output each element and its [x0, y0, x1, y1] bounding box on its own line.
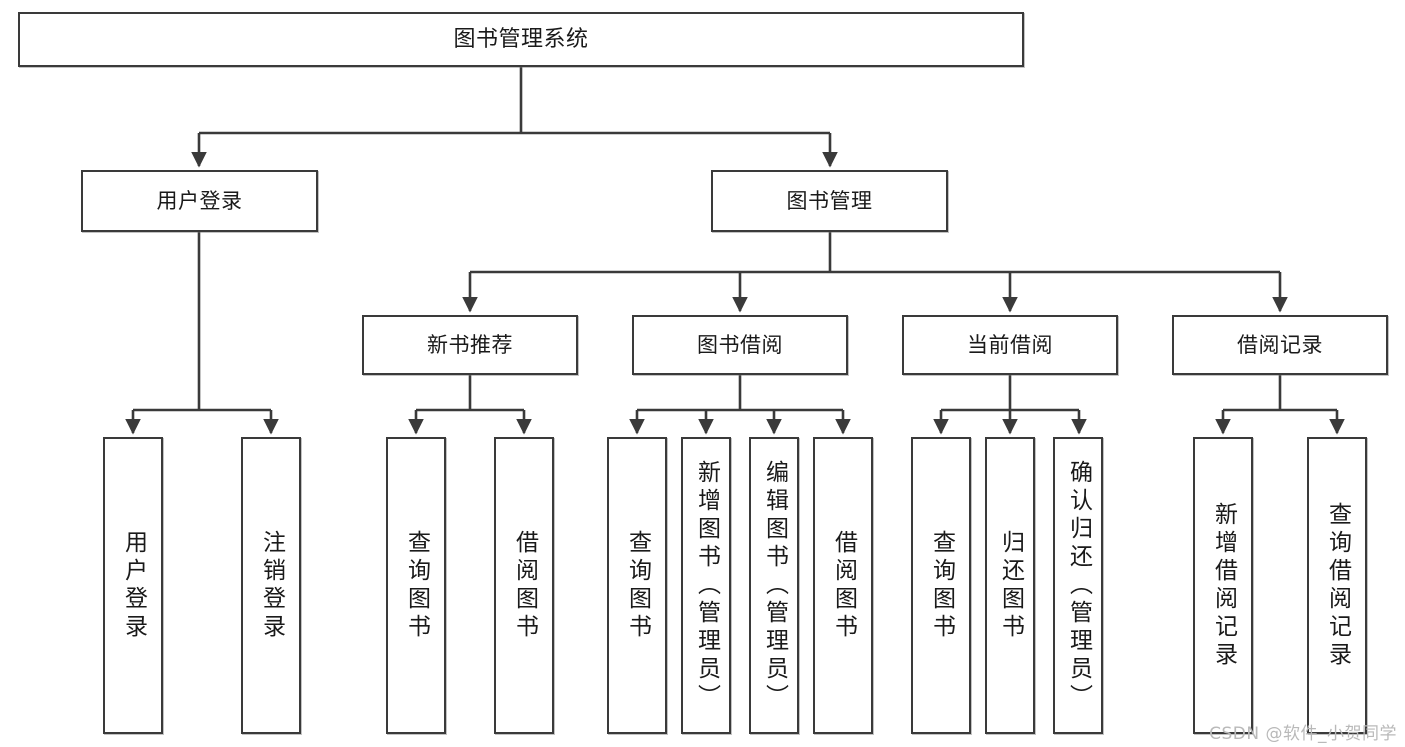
node-book-management-system[interactable]: 图书管理系统	[18, 12, 1024, 67]
node-book-management[interactable]: 图书管理	[711, 170, 948, 232]
node-label: 用户登录	[156, 188, 243, 213]
watermark-text: CSDN @软件_小贺同学	[1209, 724, 1397, 744]
node-leaf-add-borrow-record[interactable]: 新增借阅记录	[1193, 437, 1253, 734]
node-leaf-borrow-books-recommend[interactable]: 借阅图书	[494, 437, 554, 734]
node-label: 借阅记录	[1237, 332, 1323, 357]
node-label: 图书借阅	[697, 332, 783, 357]
node-leaf-return-books[interactable]: 归还图书	[985, 437, 1035, 734]
node-label: 编辑图书（管理员）	[761, 459, 788, 712]
node-label: 图书管理系统	[453, 26, 589, 52]
node-label: 借阅图书	[511, 529, 538, 642]
node-label: 图书管理	[786, 188, 873, 213]
node-leaf-query-books-recommend[interactable]: 查询图书	[386, 437, 446, 734]
node-leaf-add-book-admin[interactable]: 新增图书（管理员）	[681, 437, 731, 734]
node-label: 新增图书（管理员）	[693, 459, 720, 712]
node-label: 查询图书	[928, 529, 955, 642]
node-user-login[interactable]: 用户登录	[81, 170, 318, 232]
node-leaf-borrow-books-borrowing[interactable]: 借阅图书	[813, 437, 873, 734]
node-label: 借阅图书	[830, 529, 857, 642]
node-leaf-logout[interactable]: 注销登录	[241, 437, 301, 734]
node-leaf-confirm-return-admin[interactable]: 确认归还（管理员）	[1053, 437, 1103, 734]
node-label: 新书推荐	[427, 332, 513, 357]
node-leaf-query-books-borrowing[interactable]: 查询图书	[607, 437, 667, 734]
node-label: 注销登录	[258, 529, 285, 642]
node-borrow-records[interactable]: 借阅记录	[1172, 315, 1388, 375]
node-label: 归还图书	[997, 529, 1024, 642]
node-leaf-user-login[interactable]: 用户登录	[103, 437, 163, 734]
node-leaf-edit-book-admin[interactable]: 编辑图书（管理员）	[749, 437, 799, 734]
node-new-book-recommendation[interactable]: 新书推荐	[362, 315, 578, 375]
node-book-borrowing[interactable]: 图书借阅	[632, 315, 848, 375]
node-label: 查询借阅记录	[1324, 501, 1351, 670]
node-label: 用户登录	[120, 529, 147, 642]
node-label: 查询图书	[403, 529, 430, 642]
node-leaf-query-books-current[interactable]: 查询图书	[911, 437, 971, 734]
node-label: 当前借阅	[967, 332, 1053, 357]
node-label: 查询图书	[624, 529, 651, 642]
node-leaf-query-borrow-record[interactable]: 查询借阅记录	[1307, 437, 1367, 734]
node-label: 确认归还（管理员）	[1065, 459, 1092, 712]
node-current-borrowing[interactable]: 当前借阅	[902, 315, 1118, 375]
node-label: 新增借阅记录	[1210, 501, 1237, 670]
